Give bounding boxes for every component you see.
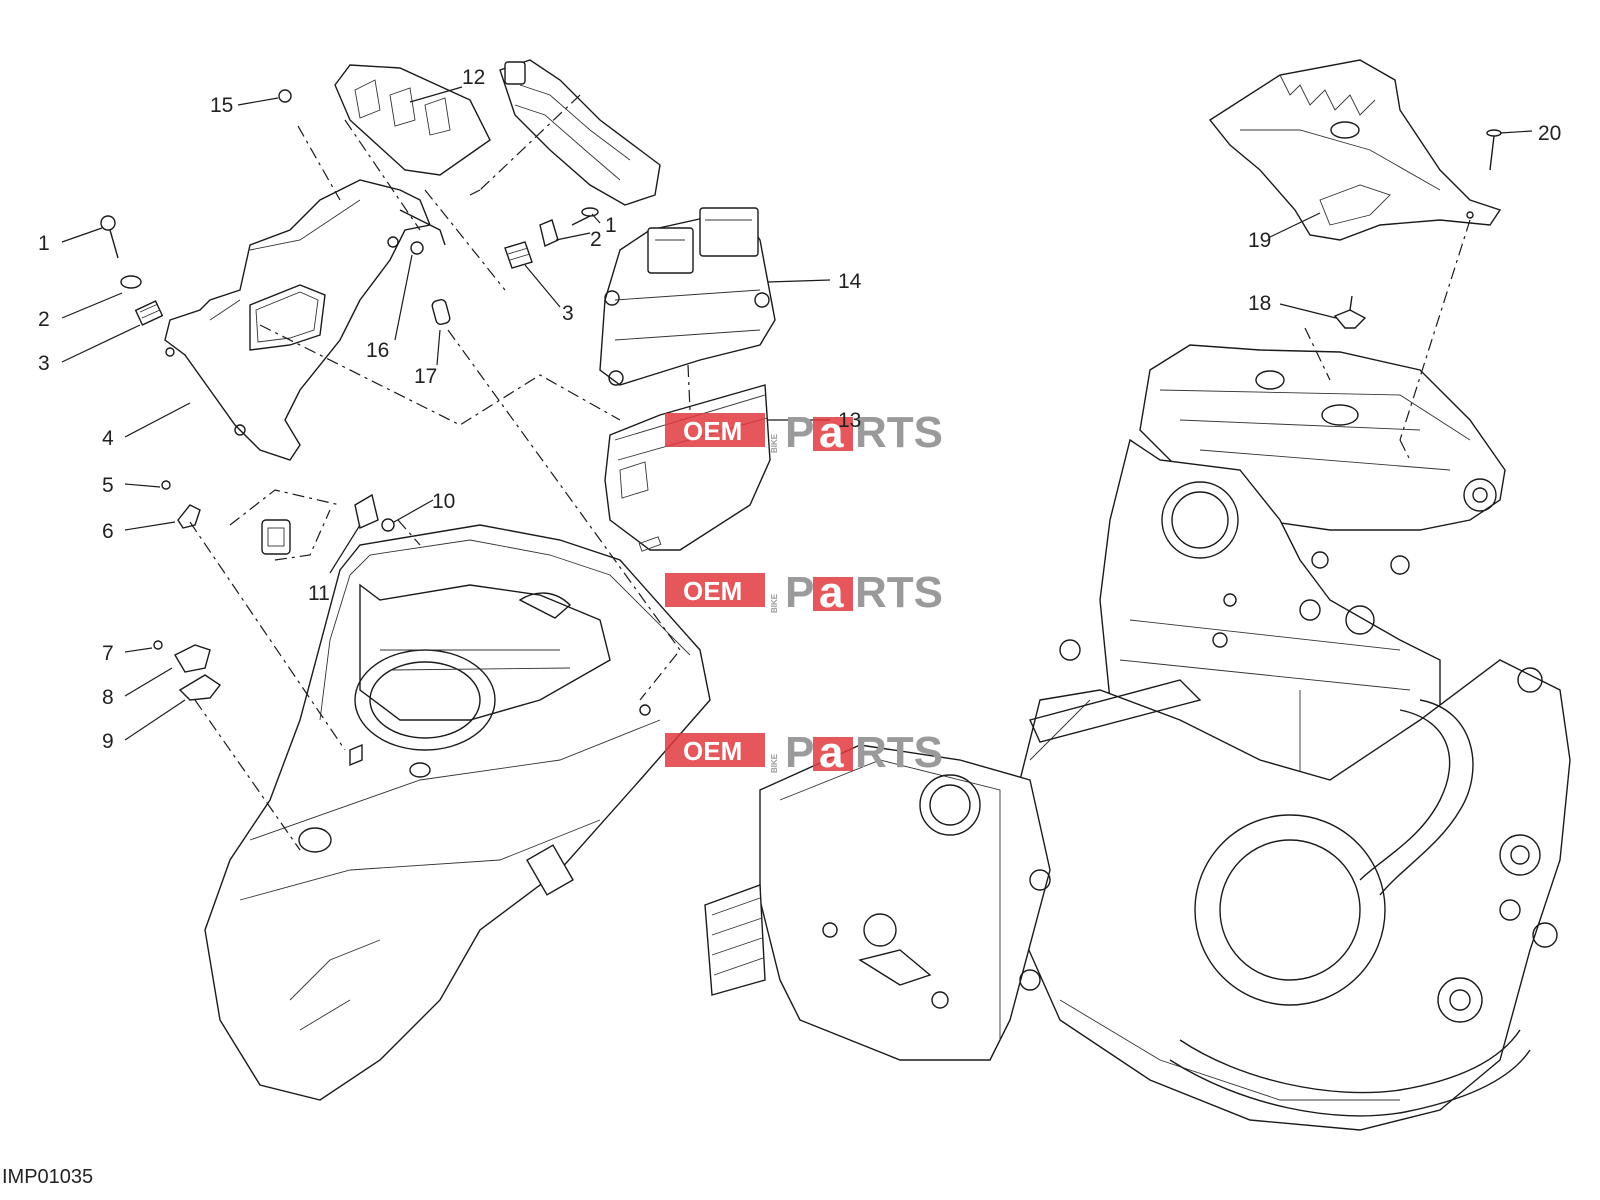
watermark-p-text: P	[785, 408, 814, 457]
leader-lines	[61, 86, 1533, 741]
watermark-bike-text: BIKE	[770, 433, 779, 453]
callout-12: 12	[462, 66, 485, 89]
watermark-a-text: a	[819, 728, 844, 777]
watermark-a-text: a	[819, 408, 844, 457]
callout-20: 20	[1538, 122, 1561, 145]
connector-parts-10-11	[261, 493, 395, 555]
watermark-rts-text: RTS	[855, 728, 943, 777]
fastener-parts-7-9	[153, 640, 222, 701]
callout-3-right: 3	[562, 302, 574, 325]
callout-14: 14	[838, 270, 862, 293]
watermark-rts-text: RTS	[855, 408, 943, 457]
watermark-2: OEM BIKE P a RTS	[665, 568, 943, 617]
watermark-oem-box	[665, 573, 765, 607]
fastener-parts-1-3-left	[100, 215, 164, 326]
callout-18: 18	[1248, 292, 1271, 315]
callout-3-left: 3	[38, 352, 50, 375]
callout-16: 16	[366, 339, 389, 362]
ecu-cover-part-13	[604, 384, 771, 552]
callout-6: 6	[102, 520, 114, 543]
engine-drawing	[704, 344, 1571, 1131]
watermark-bike-text: BIKE	[770, 593, 779, 613]
watermark-1: OEM BIKE P a RTS	[665, 408, 943, 457]
fastener-parts-15-16-17	[278, 89, 451, 325]
airbox-drawing	[204, 524, 711, 1101]
watermark-a-box	[813, 577, 853, 611]
bracket-part-4	[164, 179, 446, 461]
watermark-p-text: P	[785, 728, 814, 777]
cover-part-12	[334, 64, 491, 176]
heat-shield-part-19	[1208, 59, 1502, 241]
watermark-oem-text: OEM	[683, 576, 742, 606]
watermark-a-box	[813, 737, 853, 771]
callout-1-left: 1	[38, 232, 50, 255]
fastener-parts-5-6	[161, 480, 201, 529]
connector-upper	[499, 59, 661, 206]
screw-part-20	[1486, 129, 1502, 171]
watermark-rts-text: RTS	[855, 568, 943, 617]
callout-17: 17	[414, 365, 437, 388]
watermark-oem-text: OEM	[683, 736, 742, 766]
watermark-p-text: P	[785, 568, 814, 617]
callout-15: 15	[210, 94, 233, 117]
watermark-a-box	[813, 417, 853, 451]
callout-1-right: 1	[605, 214, 617, 237]
callout-19: 19	[1248, 229, 1271, 252]
watermark-oem-box	[665, 413, 765, 447]
watermark-a-text: a	[819, 568, 844, 617]
callout-2-left: 2	[38, 308, 50, 331]
callout-11: 11	[308, 582, 330, 605]
fastener-parts-1-3-right	[504, 207, 599, 269]
ecu-part-14	[599, 207, 776, 386]
callout-labels: 1 2 3 4 5 6 7 8 9 10 11 12 13 14 15 16 1…	[38, 66, 1561, 753]
watermark-3: OEM BIKE P a RTS	[665, 728, 943, 777]
watermark-bike-text: BIKE	[770, 753, 779, 773]
callout-7: 7	[102, 642, 114, 665]
watermark-oem-box	[665, 733, 765, 767]
assembly-guide-lines	[189, 94, 1471, 851]
callout-2-right: 2	[590, 228, 602, 251]
callout-4: 4	[102, 427, 114, 450]
callout-9: 9	[102, 730, 114, 753]
callout-10: 10	[432, 490, 455, 513]
callout-8: 8	[102, 686, 114, 709]
callout-5: 5	[102, 474, 114, 497]
wing-nut-part-18	[1333, 295, 1367, 329]
watermark-oem-text: OEM	[683, 416, 742, 446]
drawing-code: IMP01035	[2, 1166, 93, 1188]
callout-13: 13	[838, 409, 861, 432]
